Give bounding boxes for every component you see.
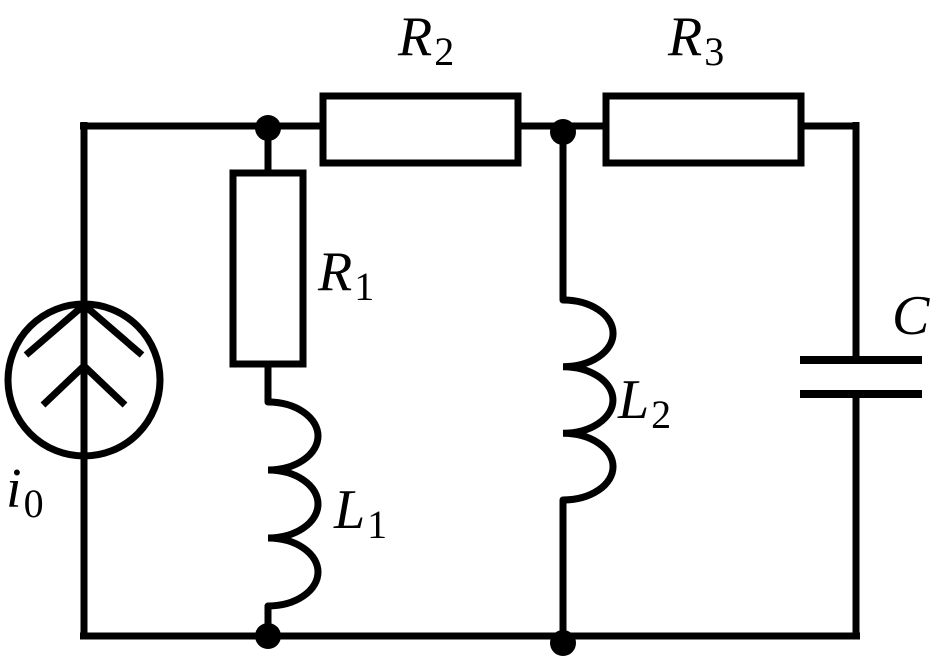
label-l2: L2	[617, 369, 671, 437]
label-c: C	[892, 285, 930, 347]
resistor-r3	[602, 92, 805, 167]
current-source-chevron-lower-icon	[40, 361, 128, 408]
capacitor-c	[800, 356, 922, 398]
label-i0: i0	[6, 458, 44, 526]
node-top-left	[255, 115, 281, 141]
current-source-i0	[4, 300, 164, 460]
resistor-r2	[319, 92, 522, 167]
label-r3: R3	[667, 6, 724, 74]
label-r2: R2	[397, 6, 454, 74]
node-bottom-middle	[550, 630, 576, 656]
label-r1: R1	[317, 241, 374, 309]
node-top-middle	[550, 119, 576, 145]
node-bottom-left	[255, 623, 281, 649]
wires	[80, 122, 860, 640]
inductor-l1	[264, 398, 322, 610]
inductor-l2	[559, 296, 617, 504]
current-source-chevron-upper-icon	[23, 300, 145, 358]
label-l1: L1	[333, 479, 387, 547]
resistor-r1	[229, 169, 307, 368]
